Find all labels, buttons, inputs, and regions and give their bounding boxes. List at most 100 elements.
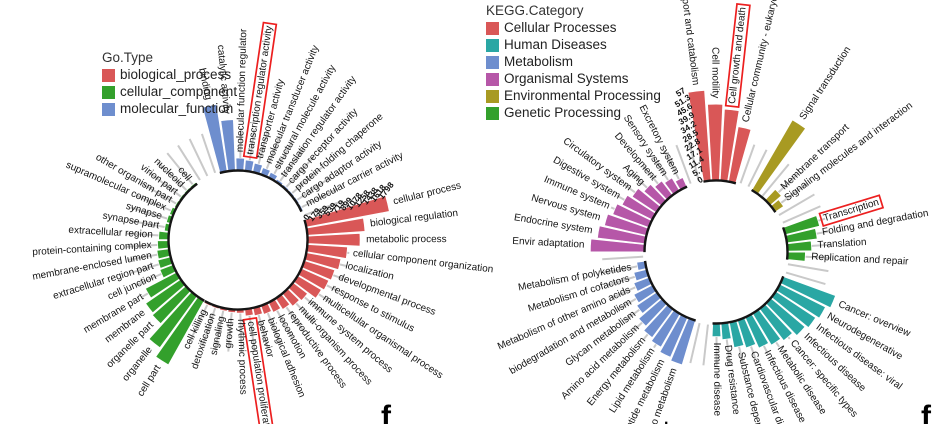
legend-item: Genetic Processing xyxy=(486,105,661,121)
go-inner-ring xyxy=(167,169,309,311)
axis-tick-label: 0 xyxy=(301,212,312,222)
chart-bar xyxy=(787,251,806,262)
gridline xyxy=(177,144,201,181)
bar-label: Immune disease xyxy=(711,343,722,417)
gridline xyxy=(689,322,701,364)
legend-label: Environmental Processing xyxy=(504,88,661,103)
gridline xyxy=(739,144,756,184)
axis-tick-group: 0 xyxy=(301,212,312,222)
legend-swatch xyxy=(486,21,499,35)
bar-label-group: Cell motility xyxy=(709,47,720,98)
gridline xyxy=(200,133,217,174)
legend-swatch xyxy=(102,102,115,116)
gridline xyxy=(688,140,700,182)
caption-fragment: f xyxy=(381,400,391,424)
bar-label: Envir adaptation xyxy=(512,236,585,251)
axis-tick-group: 0 xyxy=(695,174,705,185)
legend-swatch xyxy=(486,72,499,86)
gridline xyxy=(140,182,178,205)
gridline xyxy=(285,156,315,189)
bar-label: Translation xyxy=(817,237,867,251)
gridline xyxy=(602,255,644,261)
inner-ring-arc xyxy=(781,226,789,260)
inner-ring-arc xyxy=(167,182,205,302)
legend-label: Organismal Systems xyxy=(504,71,629,86)
gridline xyxy=(130,206,171,221)
legend-swatch xyxy=(102,85,115,99)
gridline xyxy=(239,310,243,352)
inner-ring-arc xyxy=(643,185,688,253)
bar-label-group: Cell growth and death xyxy=(724,3,751,108)
bar-label-group: cellular process xyxy=(392,180,462,207)
gridline xyxy=(304,199,344,217)
legend-swatch xyxy=(486,89,499,103)
bar-label: Cell growth and death xyxy=(727,7,749,105)
inner-ring-arc xyxy=(219,169,303,213)
legend-label: Cellular Processes xyxy=(504,20,617,35)
legend-swatch xyxy=(102,68,115,82)
bar-label-group: Cancer: overview xyxy=(837,299,913,340)
gridline xyxy=(201,306,217,347)
go-legend-title: Go.Type xyxy=(102,50,154,65)
gridline xyxy=(156,161,188,192)
legend-item: Organismal Systems xyxy=(486,71,661,87)
axis-tick-label: 0 xyxy=(695,174,705,185)
bar-label-group: Immune disease xyxy=(711,343,722,417)
legend-label: Human Diseases xyxy=(504,37,607,52)
bar-label: cellular process xyxy=(392,180,462,207)
bar-label-group: molecular function regulator xyxy=(235,28,249,152)
gridline xyxy=(255,308,269,349)
chart-bar xyxy=(235,157,245,171)
gridline xyxy=(747,149,768,188)
highlight-box xyxy=(242,21,278,160)
bar-label-group: Transport and catabolism xyxy=(676,0,701,86)
legend-label: biological_process xyxy=(120,67,232,82)
legend-item: Metabolism xyxy=(486,54,661,70)
gridline xyxy=(291,165,324,195)
gridline xyxy=(148,171,183,198)
chart-bar xyxy=(711,323,722,337)
legend-label: molecular_function xyxy=(120,101,234,116)
inner-ring-arc xyxy=(703,179,737,185)
highlight-box xyxy=(242,316,276,424)
bar-label: metabolic process xyxy=(366,234,447,245)
legend-label: Metabolism xyxy=(504,54,574,69)
gridline xyxy=(296,176,332,202)
bar-label: Transport and catabolism xyxy=(676,0,701,86)
caption-fragment: . xyxy=(664,411,669,424)
gridline xyxy=(778,193,815,216)
inner-ring-arc xyxy=(712,275,785,325)
bar-label: Replication and repair xyxy=(811,251,909,267)
gridline xyxy=(271,141,293,179)
legend-swatch xyxy=(486,55,499,69)
chart-bar xyxy=(157,240,169,250)
bar-label-group: Translation xyxy=(817,237,867,251)
bar-label-group: Envir adaptation xyxy=(512,236,585,251)
gridline xyxy=(227,310,233,352)
bar-label-group: metabolic process xyxy=(366,234,447,245)
bar-label: rhythmic process xyxy=(235,319,248,395)
gridline xyxy=(785,271,826,286)
chart-bar xyxy=(158,230,169,240)
gridline xyxy=(787,263,829,273)
kegg-legend-title: KEGG.Category xyxy=(486,3,584,18)
bar-label: growth xyxy=(223,318,237,349)
legend-item: cellular_component xyxy=(102,84,237,100)
gridline xyxy=(189,303,209,342)
gridline xyxy=(247,310,256,351)
gridline xyxy=(300,187,338,209)
gridline xyxy=(782,205,821,224)
chart-bar xyxy=(307,233,361,247)
gridline xyxy=(761,163,790,197)
inner-ring-arc xyxy=(643,260,696,322)
legend-item: Environmental Processing xyxy=(486,88,661,104)
legend-label: Genetic Processing xyxy=(504,105,622,120)
